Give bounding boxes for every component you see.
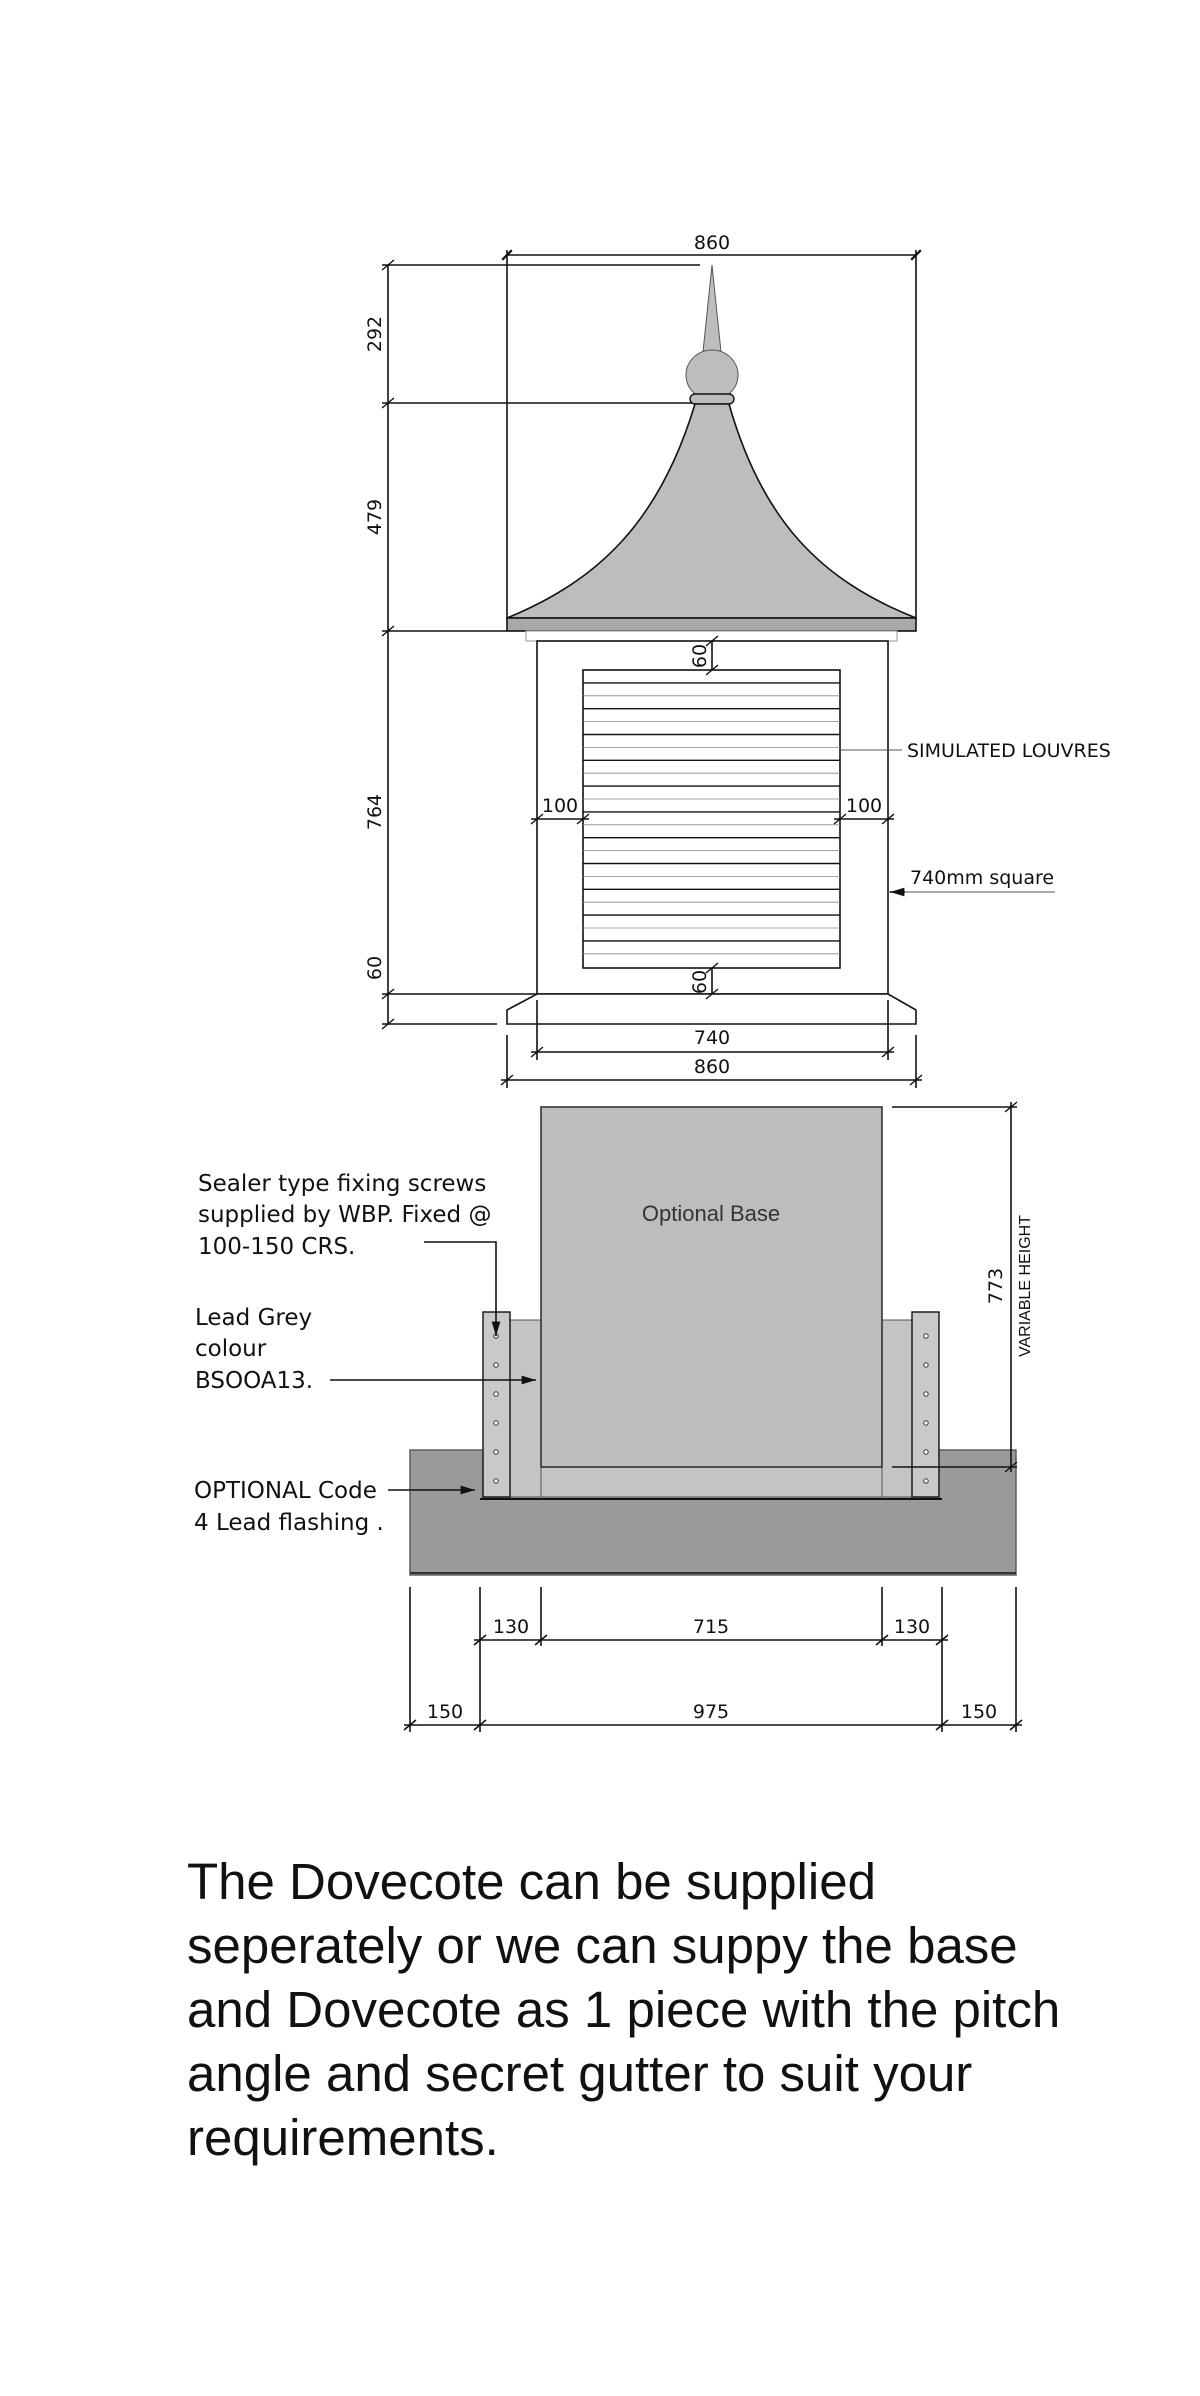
dim-715: 715 bbox=[693, 1616, 729, 1638]
note-colour: Lead Grey colour BSOOA13. bbox=[195, 1305, 536, 1394]
screw-hole bbox=[493, 1478, 499, 1484]
dim-side-margins: 100 100 bbox=[530, 795, 895, 825]
svg-text:100-150 CRS.: 100-150 CRS. bbox=[198, 1234, 355, 1260]
svg-text:860: 860 bbox=[694, 232, 730, 254]
screw-hole bbox=[493, 1420, 499, 1426]
screw-hole bbox=[493, 1362, 499, 1368]
svg-text:740: 740 bbox=[694, 1027, 730, 1049]
svg-text:60: 60 bbox=[364, 956, 386, 980]
screw-hole bbox=[923, 1391, 929, 1397]
plinth bbox=[506, 993, 917, 1025]
dim-150-left: 150 bbox=[427, 1701, 463, 1723]
svg-text:860: 860 bbox=[694, 1056, 730, 1078]
spire bbox=[685, 264, 739, 405]
dim-bottom-widths: 740 860 bbox=[500, 1000, 923, 1088]
optional-base-label: Optional Base bbox=[642, 1201, 780, 1226]
screw-hole bbox=[923, 1478, 929, 1484]
svg-text:colour: colour bbox=[195, 1336, 267, 1362]
upstand-left bbox=[509, 1319, 542, 1498]
svg-text:SIMULATED LOUVRES: SIMULATED LOUVRES bbox=[907, 740, 1111, 762]
svg-text:supplied by WBP. Fixed @: supplied by WBP. Fixed @ bbox=[198, 1202, 491, 1228]
svg-text:60: 60 bbox=[689, 970, 711, 994]
dim-base-height: 773 VARIABLE HEIGHT bbox=[892, 1101, 1034, 1473]
description-text: The Dovecote can be supplied seperately … bbox=[187, 1853, 1061, 2166]
svg-text:Lead Grey: Lead Grey bbox=[195, 1305, 312, 1331]
note-flashing: OPTIONAL Code 4 Lead flashing . bbox=[194, 1478, 475, 1536]
dim-base-widths bbox=[403, 1587, 1023, 1732]
svg-text:292: 292 bbox=[364, 316, 386, 352]
screw-hole bbox=[493, 1449, 499, 1455]
screw-hole bbox=[923, 1362, 929, 1368]
svg-text:BSOOA13.: BSOOA13. bbox=[195, 1368, 313, 1394]
screw-hole bbox=[923, 1420, 929, 1426]
screw-hole bbox=[493, 1391, 499, 1397]
svg-text:100: 100 bbox=[542, 795, 578, 817]
louvre-panel bbox=[582, 669, 841, 969]
optional-base bbox=[540, 1106, 883, 1468]
svg-text:OPTIONAL Code: OPTIONAL Code bbox=[194, 1478, 377, 1504]
svg-text:740mm square: 740mm square bbox=[910, 867, 1054, 889]
screw-hole bbox=[923, 1449, 929, 1455]
roof-eave bbox=[506, 617, 917, 632]
dim-130-right: 130 bbox=[894, 1616, 930, 1638]
square-callout: 740mm square bbox=[888, 867, 1055, 897]
svg-text:764: 764 bbox=[364, 794, 386, 830]
dim-975: 975 bbox=[693, 1701, 729, 1723]
svg-text:100: 100 bbox=[846, 795, 882, 817]
fixing-plate-right bbox=[911, 1311, 940, 1498]
dim-130-left: 130 bbox=[493, 1616, 529, 1638]
upstand-right bbox=[881, 1319, 913, 1498]
dim-150-right: 150 bbox=[961, 1701, 997, 1723]
dim-top-width: 860 bbox=[501, 232, 922, 620]
screw-holes bbox=[493, 1333, 929, 1484]
fixing-plate-left bbox=[482, 1311, 511, 1498]
note-screws: Sealer type fixing screws supplied by WB… bbox=[198, 1171, 501, 1336]
svg-text:773: 773 bbox=[985, 1268, 1007, 1304]
roof bbox=[506, 403, 917, 619]
dim-left-heights: 292 479 764 60 bbox=[364, 259, 700, 1030]
louvres-callout: SIMULATED LOUVRES bbox=[840, 740, 1111, 762]
svg-text:4 Lead flashing .: 4 Lead flashing . bbox=[194, 1510, 384, 1536]
svg-text:479: 479 bbox=[364, 499, 386, 535]
dim-louvre-margins: 60 60 bbox=[689, 635, 719, 1000]
screw-hole bbox=[923, 1333, 929, 1339]
svg-text:VARIABLE HEIGHT: VARIABLE HEIGHT bbox=[1017, 1215, 1034, 1357]
fascia bbox=[525, 630, 898, 642]
svg-text:Sealer type fixing screws: Sealer type fixing screws bbox=[198, 1171, 486, 1197]
svg-text:60: 60 bbox=[689, 644, 711, 668]
